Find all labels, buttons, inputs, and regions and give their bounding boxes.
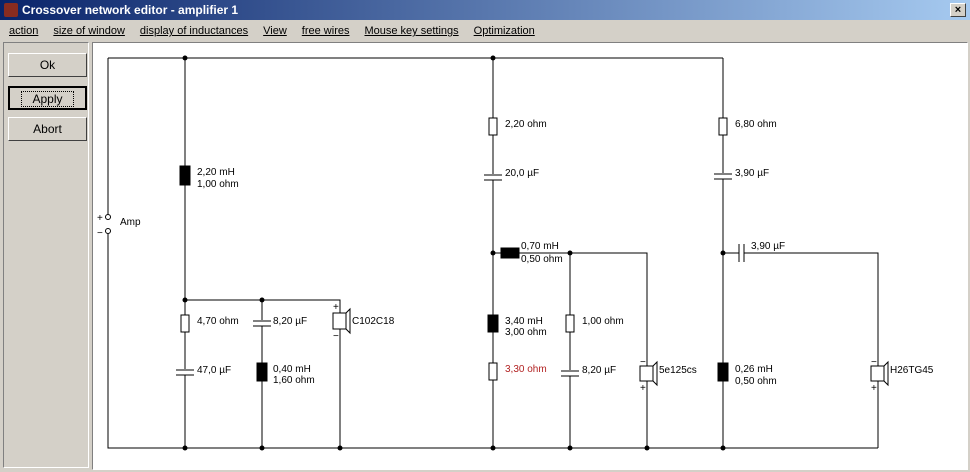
L5-value: 0,26 mH (735, 364, 773, 375)
inductor-L3[interactable]: 0,70 mH 0,50 ohm (500, 241, 563, 265)
capacitor-C1[interactable]: 47,0 µF (175, 365, 231, 376)
L1-value: 2,20 mH (197, 167, 235, 178)
spk1-label: C102C18 (352, 316, 395, 327)
R4-value: 1,00 ohm (582, 316, 624, 327)
menu-mouse-key-settings[interactable]: Mouse key settings (364, 25, 459, 37)
capacitor-C4[interactable]: 8,20 µF (560, 365, 616, 377)
button-panel: Ok Apply Abort (3, 42, 89, 468)
menu-optimization[interactable]: Optimization (473, 25, 535, 37)
inductor-L4[interactable]: 3,40 mH 3,00 ohm (487, 314, 547, 338)
speaker-5e125cs[interactable]: − + 5e125cs (639, 357, 697, 394)
amp-terminals[interactable]: + − Amp (97, 213, 141, 239)
ok-button[interactable]: Ok (8, 53, 87, 77)
menu-action[interactable]: action (9, 25, 39, 37)
R3-value: 3,30 ohm (505, 364, 547, 375)
menu-display-of-inductances[interactable]: display of inductances (139, 25, 249, 37)
abort-button[interactable]: Abort (8, 117, 87, 141)
close-button[interactable]: × (950, 3, 966, 17)
amp-minus: − (97, 228, 103, 239)
spk1-minus: − (333, 331, 339, 342)
amp-plus: + (97, 213, 103, 224)
resistor-R5[interactable]: 6,80 ohm (718, 117, 777, 136)
C2-value: 8,20 µF (273, 316, 307, 327)
capacitor-C5[interactable]: 3,90 µF (713, 168, 769, 180)
menu-view[interactable]: View (263, 25, 287, 37)
R5-value: 6,80 ohm (735, 119, 777, 130)
junction-nodes (182, 55, 726, 451)
inductor-L1[interactable]: 2,20 mH 1,00 ohm (179, 165, 239, 190)
spk2-label: 5e125cs (659, 365, 697, 376)
R2-value: 2,20 ohm (505, 119, 547, 130)
schematic-canvas[interactable] (92, 42, 968, 470)
resistor-R2[interactable]: 2,20 ohm (488, 117, 547, 136)
capacitor-C2[interactable]: 8,20 µF (252, 316, 307, 327)
spk2-minus: − (640, 357, 646, 368)
C3-value: 20,0 µF (505, 168, 539, 179)
spk3-plus: + (871, 383, 877, 394)
inductor-L5[interactable]: 0,26 mH 0,50 ohm (717, 362, 777, 387)
app-icon (4, 3, 18, 17)
menu-size-of-window[interactable]: size of window (53, 25, 125, 37)
menu-free-wires[interactable]: free wires (301, 25, 350, 37)
window-title: Crossover network editor - amplifier 1 (22, 3, 239, 17)
inductor-L2[interactable]: 0,40 mH 1,60 ohm (256, 362, 315, 386)
capacitor-C3[interactable]: 20,0 µF (483, 168, 539, 181)
C1-value: 47,0 µF (197, 365, 231, 376)
L1-resistance: 1,00 ohm (197, 179, 239, 190)
title-bar: Crossover network editor - amplifier 1 × (0, 0, 970, 20)
C5-value: 3,90 µF (735, 168, 769, 179)
resistor-R4[interactable]: 1,00 ohm (565, 314, 624, 333)
C4-value: 8,20 µF (582, 365, 616, 376)
amp-label: Amp (120, 217, 141, 228)
spk3-minus: − (871, 357, 877, 368)
apply-button[interactable]: Apply (8, 86, 87, 110)
L3-resistance: 0,50 ohm (521, 254, 563, 265)
capacitor-C6[interactable]: 3,90 µF (738, 241, 785, 262)
speaker-H26TG45[interactable]: − + H26TG45 (870, 357, 934, 394)
spk3-label: H26TG45 (890, 365, 934, 376)
L2-resistance: 1,60 ohm (273, 375, 315, 386)
speaker-C102C18[interactable]: + − C102C18 (332, 302, 395, 342)
L4-value: 3,40 mH (505, 316, 543, 327)
L2-value: 0,40 mH (273, 364, 311, 375)
R1-value: 4,70 ohm (197, 316, 239, 327)
L5-resistance: 0,50 ohm (735, 376, 777, 387)
resistor-R1[interactable]: 4,70 ohm (180, 314, 239, 333)
C6-value: 3,90 µF (751, 241, 785, 252)
menu-bar: action size of window display of inducta… (0, 21, 970, 41)
L3-value: 0,70 mH (521, 241, 559, 252)
L4-resistance: 3,00 ohm (505, 327, 547, 338)
spk2-plus: + (640, 383, 646, 394)
resistor-R3[interactable]: 3,30 ohm (488, 362, 547, 381)
spk1-plus: + (333, 302, 339, 313)
apply-label: Apply (21, 91, 74, 107)
